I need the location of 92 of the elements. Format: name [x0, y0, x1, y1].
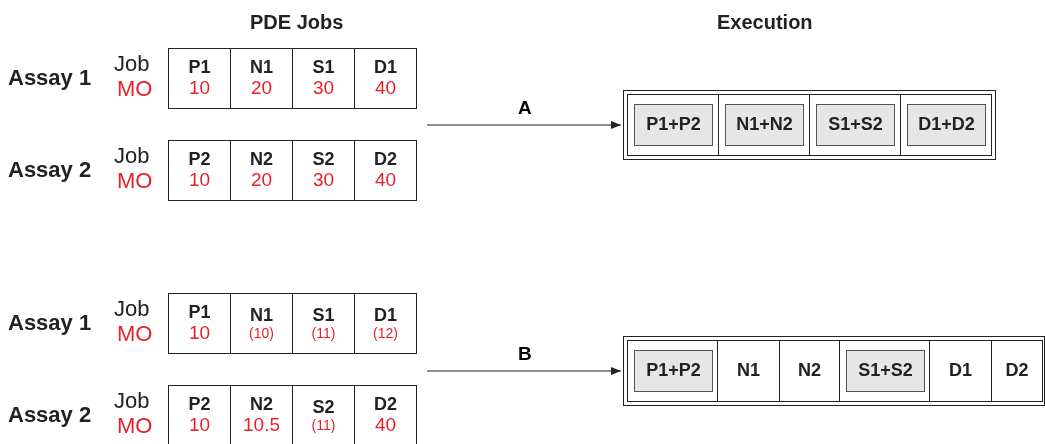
job-cell [168, 140, 231, 201]
job-name: N1+N2 [736, 115, 793, 135]
merged-job-box [846, 350, 925, 392]
execution-cell [717, 340, 780, 402]
job-label: Job [114, 145, 150, 167]
mo-value: (11) [311, 325, 336, 342]
job-cell [354, 293, 417, 354]
job-name: P2 [188, 150, 211, 170]
job-cell [230, 140, 293, 201]
job-name: S2 [312, 150, 335, 170]
mo-value: 10 [188, 322, 211, 344]
job-cell [230, 48, 293, 109]
job-label: Job [114, 298, 150, 320]
mo-value: 20 [250, 169, 273, 191]
job-name: P1+P2 [646, 361, 701, 381]
column-heading: PDE Jobs [250, 12, 344, 32]
job-name: N2 [250, 395, 273, 415]
job-name: N1 [250, 58, 273, 78]
job-name: P1+P2 [646, 115, 701, 135]
job-name: S1+S2 [858, 361, 913, 381]
mo-label: MO [117, 323, 153, 345]
execution-cell [839, 340, 930, 402]
execution-cell [779, 340, 840, 402]
job-name: S1 [312, 305, 335, 326]
job-name: S2 [312, 397, 335, 418]
job-name: P1 [188, 303, 211, 323]
job-cell [354, 385, 417, 444]
assay-label: Assay 2 [8, 159, 92, 181]
mo-value: (11) [311, 417, 336, 434]
job-name: P1 [188, 58, 211, 78]
job-name: D1 [374, 305, 397, 326]
execution-cell [900, 94, 992, 156]
job-name: D2 [374, 150, 397, 170]
job-cell [168, 385, 231, 444]
assay-label: Assay 1 [8, 67, 92, 89]
job-cell [292, 293, 355, 354]
execution-cell [627, 94, 719, 156]
assay-label: Assay 2 [8, 404, 92, 426]
execution-cell [718, 94, 810, 156]
job-name: D1 [374, 58, 397, 78]
job-name: N2 [250, 150, 273, 170]
job-name: D2 [1005, 361, 1029, 381]
job-cell [292, 48, 355, 109]
merged-job-box [634, 350, 713, 392]
job-cell [292, 140, 355, 201]
assay-label: Assay 1 [8, 312, 92, 334]
merged-job-box [907, 104, 986, 146]
job-name: N1 [737, 361, 760, 381]
mo-label: MO [117, 78, 153, 100]
mo-value: 40 [374, 77, 397, 99]
job-name: D1 [949, 361, 972, 381]
merged-job-box [725, 104, 804, 146]
job-name: S1+S2 [828, 115, 883, 135]
mo-value: (12) [373, 325, 398, 342]
job-name: S1 [312, 58, 335, 78]
job-cell [230, 293, 293, 354]
execution-cell [929, 340, 992, 402]
mo-label: MO [117, 415, 153, 437]
job-cell [168, 293, 231, 354]
mo-value: 10 [188, 77, 211, 99]
mo-value: 10 [188, 169, 211, 191]
job-name: N1 [250, 305, 273, 326]
edge-label: A [518, 98, 532, 117]
mo-value: (10) [249, 325, 274, 342]
mo-value: 40 [374, 169, 397, 191]
job-label: Job [114, 390, 150, 412]
job-name: D1+D2 [918, 115, 975, 135]
merged-job-box [634, 104, 713, 146]
job-name: P2 [188, 395, 211, 415]
mo-value: 40 [374, 414, 397, 436]
mo-value: 20 [250, 77, 273, 99]
edge-label: B [518, 344, 532, 363]
mo-value: 10.5 [243, 414, 280, 436]
job-cell [354, 140, 417, 201]
job-name: N2 [798, 361, 821, 381]
arrow [426, 367, 622, 375]
arrow [426, 121, 622, 129]
mo-value: 30 [312, 77, 335, 99]
mo-label: MO [117, 170, 153, 192]
job-label: Job [114, 53, 150, 75]
job-name: D2 [374, 395, 397, 415]
execution-row [623, 336, 1045, 406]
mo-value: 30 [312, 169, 335, 191]
execution-cell [991, 340, 1043, 402]
mo-value: 10 [188, 414, 211, 436]
merged-job-box [816, 104, 895, 146]
job-cell [354, 48, 417, 109]
column-heading: Execution [717, 12, 813, 32]
execution-cell [627, 340, 718, 402]
execution-cell [809, 94, 901, 156]
job-cell [168, 48, 231, 109]
execution-row [623, 90, 996, 160]
